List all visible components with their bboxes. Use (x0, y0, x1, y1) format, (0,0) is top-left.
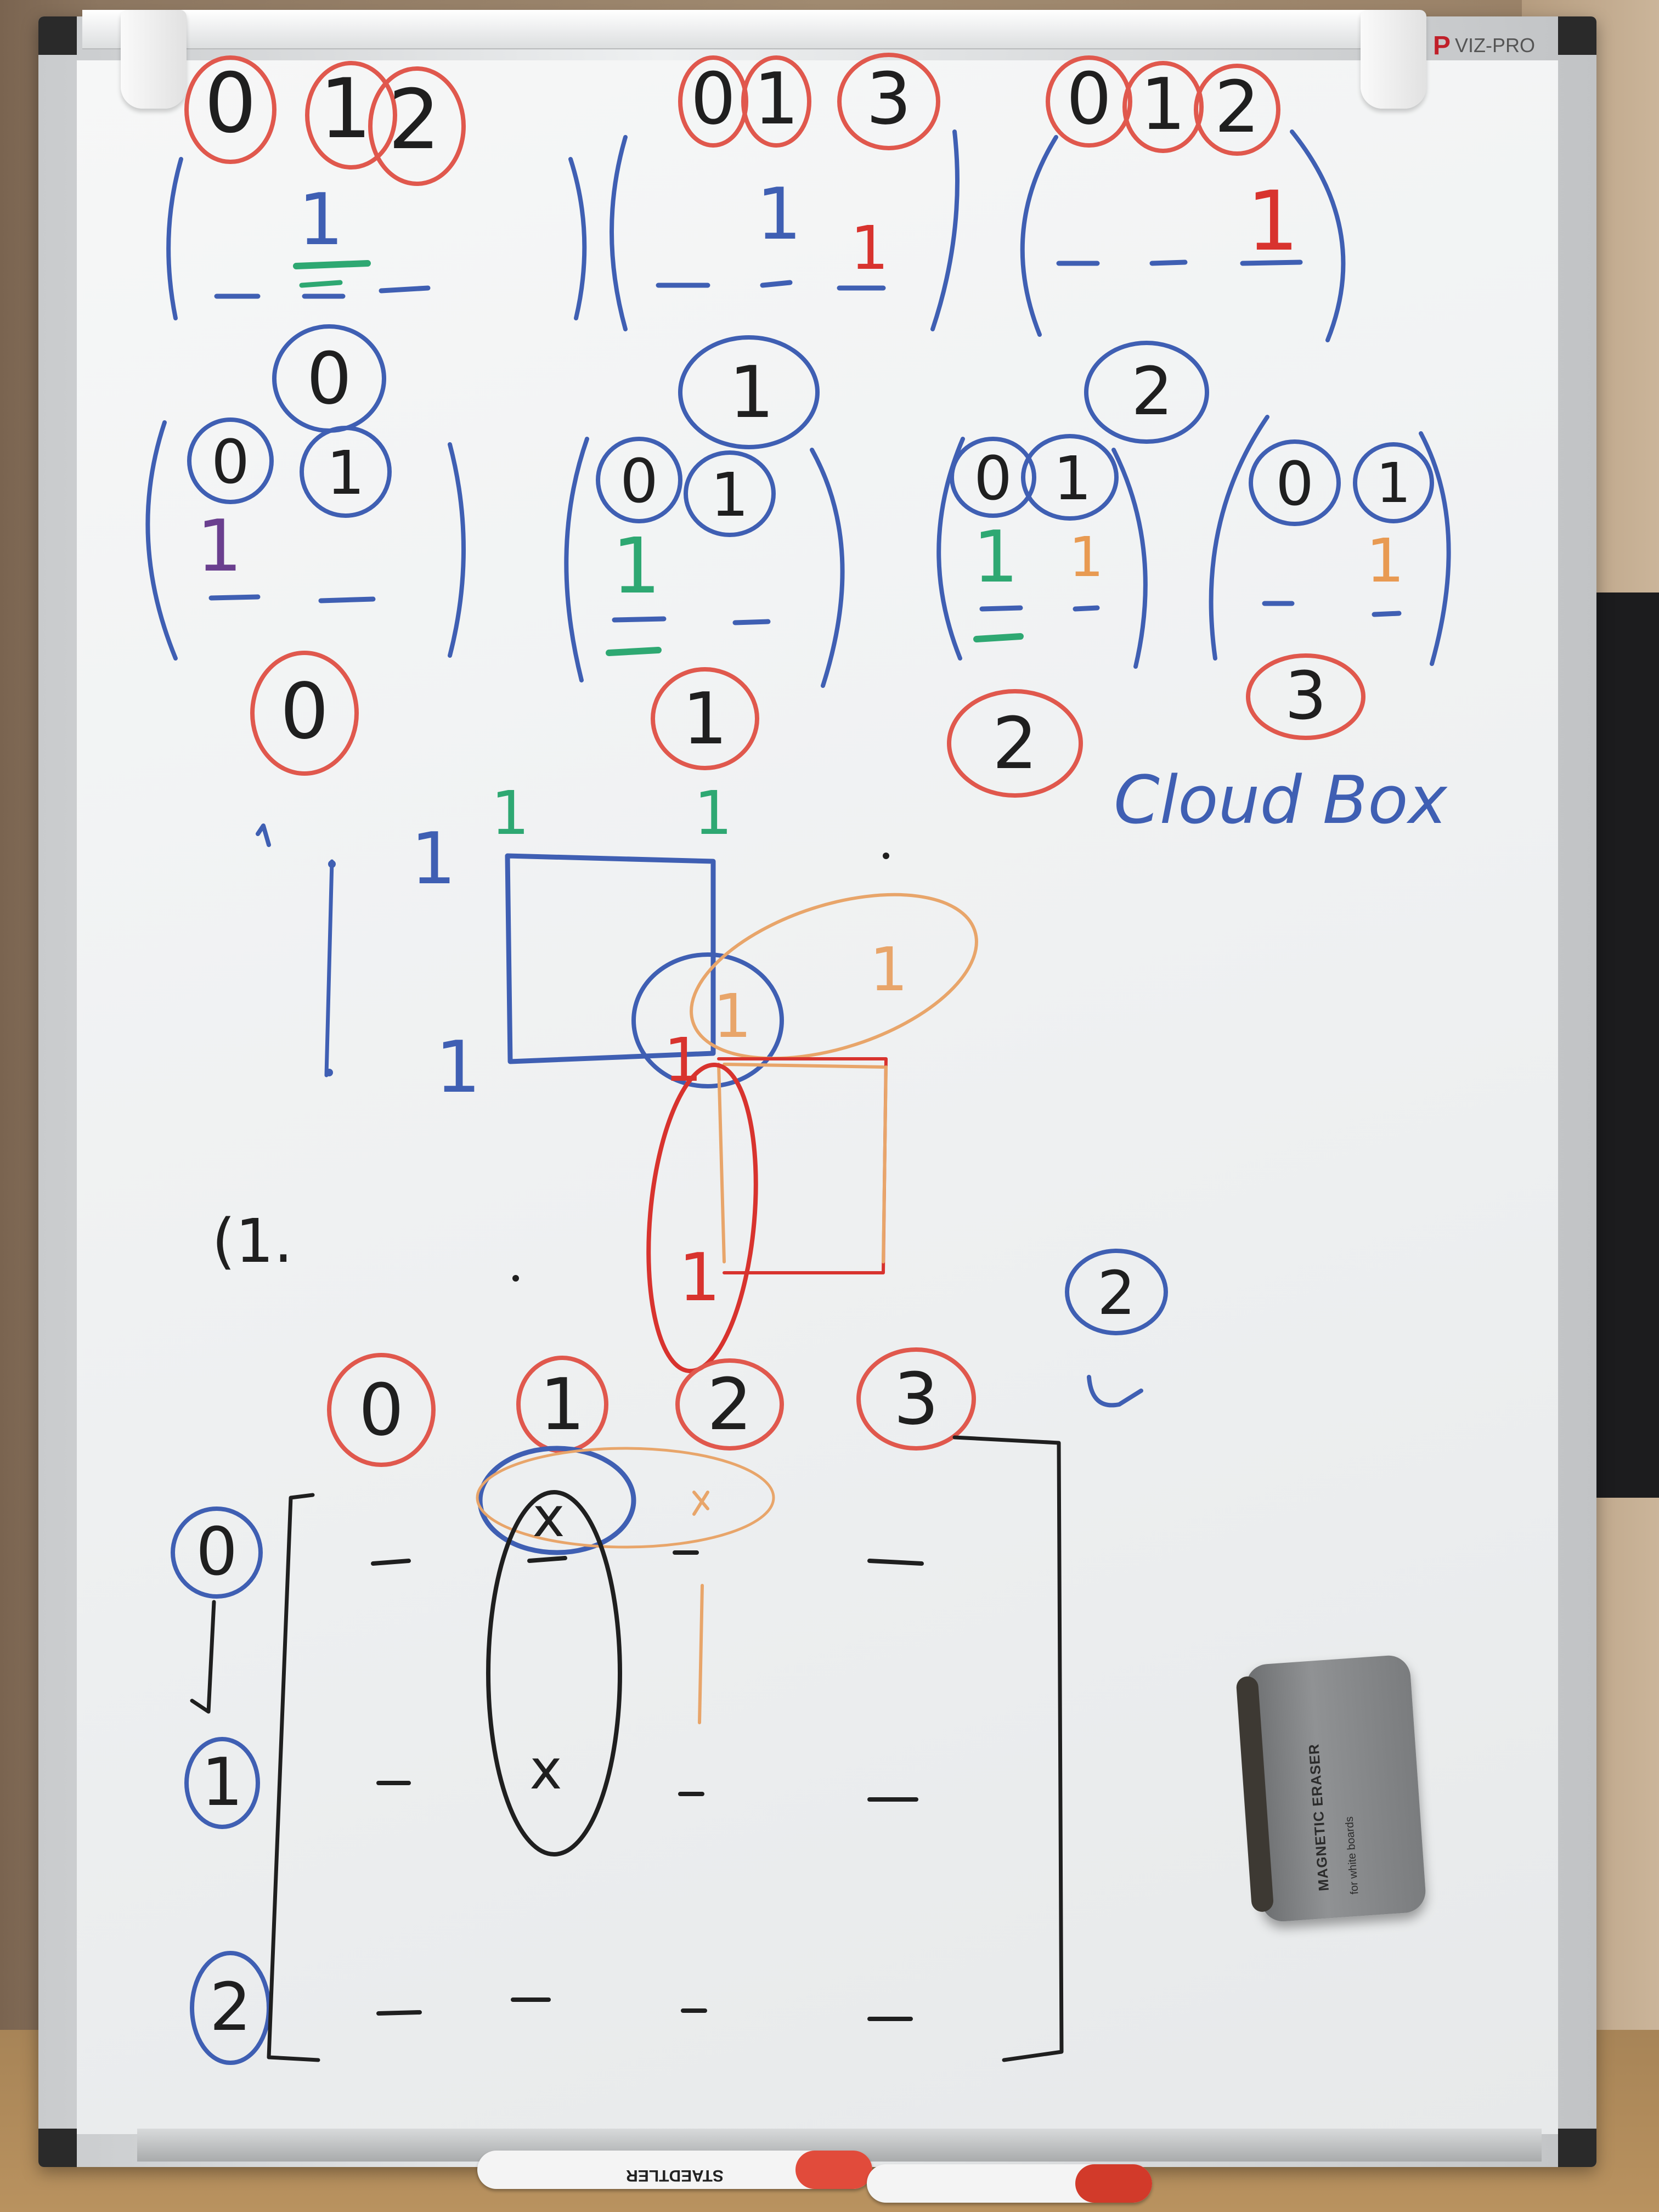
bottom-mark: x (529, 1737, 562, 1802)
top-matrix-3: 0 1 2 1 (1020, 55, 1346, 342)
mid-entry: 1 (197, 504, 242, 588)
marker[interactable] (867, 2164, 1152, 2203)
mid-matrix-3: 0 1 1 1 (936, 434, 1148, 669)
top-header: 2 (1215, 65, 1260, 149)
bottom-col-label: 2 (707, 1363, 753, 1446)
top-header: 1 (319, 61, 371, 157)
mid-entry: 1 (612, 522, 661, 611)
bottom-row-label: 1 (201, 1745, 243, 1821)
top-header: 0 (204, 56, 256, 151)
marker-cap (795, 2151, 872, 2189)
grid-one: 1 (491, 778, 529, 848)
paper-clip-rail (82, 10, 1426, 109)
frame-corner (1558, 2129, 1596, 2167)
mid-label-2: 2 (947, 689, 1083, 798)
caption-cloud-box: Cloud Box (1114, 763, 1448, 839)
label-text: 1 (682, 677, 728, 760)
grid-one: 1 (411, 817, 456, 900)
top-matrix-1: 0 1 2 1 (166, 55, 587, 320)
mid-header: 1 (1053, 443, 1092, 514)
mid-entry: 1 (1366, 526, 1404, 596)
magnetic-eraser[interactable]: MAGNETIC ERASER for white boards (1235, 1654, 1427, 1923)
top-entry: 1 (850, 213, 889, 283)
bottom-col-label: 3 (894, 1357, 939, 1441)
frame-corner (38, 16, 77, 55)
label-text: 1 (729, 351, 775, 434)
brand-label: P VIZ-PRO (1433, 26, 1543, 65)
grid-one: 1 (664, 1025, 702, 1095)
label-text: 2 (1131, 354, 1173, 430)
mid-header: 0 (211, 427, 250, 497)
top-row-label-2: 2 (1084, 341, 1209, 444)
label-text: 2 (1097, 1258, 1136, 1328)
top-header: 0 (691, 57, 736, 140)
label-text: 0 (307, 337, 352, 420)
top-header: 1 (1141, 63, 1186, 146)
paper-clip (1361, 10, 1426, 109)
frame-corner (1558, 16, 1596, 55)
brand-logo: P (1433, 31, 1451, 60)
mid-label-1: 1 (651, 667, 759, 770)
grid-one: 1 (436, 1025, 481, 1109)
top-row-label-1: 1 (678, 335, 820, 449)
top-header: 0 (1066, 57, 1112, 140)
bottom-row-label: 0 (196, 1514, 238, 1590)
mid-matrix-4: 0 1 1 (1209, 415, 1451, 666)
label-text: 0 (280, 667, 329, 757)
bottom-matrix: 0 1 2 3 0 1 2 x x (171, 1347, 1064, 2065)
bottom-col-label: 1 (540, 1363, 585, 1446)
paper-clip (121, 10, 187, 109)
mid-header: 1 (326, 438, 365, 508)
mid-label-0: 0 (250, 651, 359, 776)
marker-brand: STAEDTLER (626, 2166, 724, 2185)
top-header: 2 (388, 72, 440, 168)
mid-header: 1 (1376, 451, 1411, 515)
grid-one: 1 (870, 934, 908, 1005)
top-entry: 1 (757, 172, 802, 256)
grid-one: 1 (679, 1240, 720, 1316)
marker[interactable] (477, 2151, 872, 2189)
bottom-col-label: 0 (359, 1368, 404, 1452)
label-text: 2 (992, 702, 1038, 785)
bottom-row-label: 2 (210, 1970, 251, 2046)
mid-header: 0 (620, 446, 658, 516)
mid-matrix-1: 0 1 1 (145, 417, 466, 661)
left-mark: (1. (212, 1206, 293, 1276)
mid-matrix-2: 0 1 1 (564, 437, 845, 688)
side-label-2: 2 (1065, 1249, 1168, 1408)
top-header: 1 (754, 57, 799, 140)
grid-diagram: 1 1 1 1 1 1 1 1 (1. (212, 778, 978, 1374)
label-text: 3 (1285, 658, 1327, 735)
mid-label-3: 3 (1246, 653, 1365, 740)
top-header: 3 (866, 57, 912, 140)
bottom-mark: x (532, 1485, 565, 1549)
brand-name: VIZ-PRO (1455, 34, 1536, 57)
top-matrix-2: 0 1 3 1 1 (610, 53, 960, 331)
mid-entry: 1 (973, 515, 1019, 599)
mid-entry: 1 (1069, 525, 1104, 589)
top-entry: 1 (298, 178, 344, 261)
marker-cap (1075, 2164, 1152, 2203)
top-row-label-0: 0 (272, 324, 386, 433)
grid-one: 1 (694, 778, 732, 848)
grid-one: 1 (713, 981, 752, 1051)
top-entry: 1 (1246, 174, 1299, 269)
mid-header: 1 (710, 460, 749, 530)
mid-header: 0 (974, 443, 1012, 514)
frame-corner (38, 2129, 77, 2167)
mid-header: 0 (1276, 449, 1314, 519)
